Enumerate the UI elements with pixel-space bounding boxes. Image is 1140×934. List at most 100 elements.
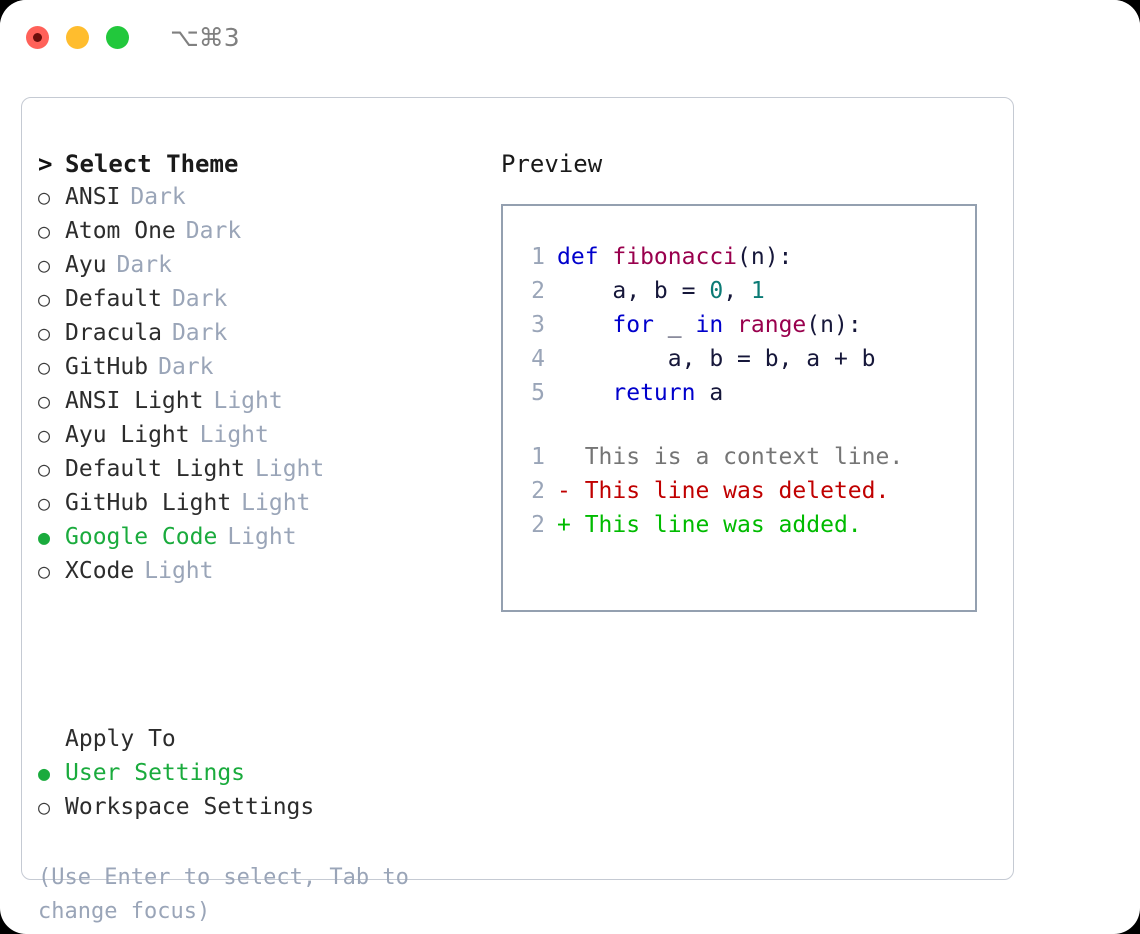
radio-unselected-icon: ○	[38, 355, 51, 379]
theme-option-label: Ayu Light	[65, 422, 190, 448]
theme-variant-badge: Dark	[171, 320, 228, 346]
radio-unselected-icon: ○	[38, 185, 51, 209]
code-token-kw: for	[612, 312, 654, 338]
theme-option-dracula[interactable]: ○ Dracula Dark	[38, 320, 483, 354]
minimize-button[interactable]	[66, 26, 89, 49]
apply-to-options: ●User Settings○ Workspace Settings	[38, 760, 483, 828]
code-line: 4 a, b = b, a + b	[521, 346, 967, 380]
radio-unselected-icon: ○	[38, 219, 51, 243]
code-token-txt	[557, 380, 612, 406]
theme-option-ayu-light[interactable]: ○ Ayu Light Light	[38, 422, 483, 456]
theme-option-github[interactable]: ○ GitHub Dark	[38, 354, 483, 388]
apply-to-header: Apply To	[38, 726, 483, 760]
diff-line-ctx: 1 This is a context line.	[521, 444, 967, 478]
diff-line-add: 2 + This line was added.	[521, 512, 967, 546]
radio-selected-icon: ●	[38, 525, 51, 549]
code-line: 3 for _ in range(n):	[521, 312, 967, 346]
radio-unselected-icon: ○	[38, 423, 51, 447]
theme-variant-badge: Dark	[130, 184, 186, 210]
code-token-kw: def	[557, 244, 613, 270]
code-spacer	[521, 414, 967, 444]
theme-option-label: XCode	[65, 558, 135, 584]
line-number: 4	[531, 346, 545, 372]
code-token-txt: (n):	[737, 244, 793, 270]
code-token-txt	[557, 312, 612, 338]
code-token-txt: a, b = b, a + b	[557, 346, 876, 372]
theme-option-label: GitHub	[65, 354, 149, 380]
apply-to-option-label: Workspace Settings	[65, 794, 315, 820]
theme-option-label: Dracula	[65, 320, 162, 346]
theme-option-label: GitHub Light	[65, 490, 232, 516]
code-token-txt: a	[695, 380, 724, 406]
maximize-button[interactable]	[106, 26, 129, 49]
line-number: 2	[531, 278, 545, 304]
caret-icon: >	[38, 150, 53, 178]
theme-option-label: Ayu	[65, 252, 107, 278]
radio-unselected-icon: ○	[38, 389, 51, 413]
window-title: ⌥⌘3	[170, 23, 240, 52]
radio-unselected-icon: ○	[38, 321, 51, 345]
theme-option-xcode[interactable]: ○ XCode Light	[38, 558, 483, 592]
title-bar: ⌥⌘3	[0, 0, 1140, 76]
radio-unselected-icon: ○	[38, 491, 51, 515]
theme-option-label: Default	[65, 286, 162, 312]
diff-line-text: This is a context line.	[557, 444, 904, 470]
theme-option-label: ANSI Light	[65, 388, 204, 414]
theme-list-header: > Select Theme	[38, 150, 483, 184]
radio-selected-icon: ●	[38, 761, 51, 785]
theme-option-label: Atom One	[65, 218, 176, 244]
theme-variant-badge: Light	[199, 422, 269, 448]
traffic-lights	[26, 26, 129, 49]
apply-to-option-user-settings[interactable]: ●User Settings	[38, 760, 483, 794]
theme-option-label: ANSI	[65, 184, 121, 210]
radio-unselected-icon: ○	[38, 559, 51, 583]
theme-option-github-light[interactable]: ○ GitHub Light Light	[38, 490, 483, 524]
diff-line-text: - This line was deleted.	[557, 478, 890, 504]
radio-unselected-icon: ○	[38, 253, 51, 277]
code-token-kw: return	[612, 380, 696, 406]
theme-option-label: Default Light	[65, 456, 246, 482]
theme-option-ayu[interactable]: ○ Ayu Dark	[38, 252, 483, 286]
theme-variant-badge: Dark	[116, 252, 172, 278]
theme-variant-badge: Dark	[158, 354, 214, 380]
code-token-txt: ,	[723, 278, 751, 304]
radio-unselected-icon: ○	[38, 457, 51, 481]
theme-variant-badge: Light	[144, 558, 214, 584]
apply-to-title: Apply To	[65, 726, 176, 752]
preview-column: Preview	[501, 150, 1001, 184]
diff-line-del: 2- This line was deleted.	[521, 478, 967, 512]
line-number: 1	[531, 244, 545, 270]
theme-list-title: Select Theme	[65, 150, 239, 178]
theme-option-google-code[interactable]: ● Google Code Light	[38, 524, 483, 558]
close-button[interactable]	[26, 26, 49, 49]
theme-variant-badge: Light	[227, 524, 297, 550]
theme-option-label: Google Code	[65, 524, 218, 550]
diff-lines: 1 This is a context line.2- This line wa…	[521, 444, 967, 546]
radio-unselected-icon: ○	[38, 795, 51, 819]
theme-option-ansi[interactable]: ○ ANSI Dark	[38, 184, 483, 218]
theme-variant-badge: Light	[255, 456, 325, 482]
line-number: 2	[531, 512, 545, 538]
code-token-num: 1	[750, 278, 765, 304]
code-line: 2 a, b = 0, 1	[521, 278, 967, 312]
apply-to-option-workspace-settings[interactable]: ○ Workspace Settings	[38, 794, 483, 828]
theme-variant-badge: Light	[241, 490, 311, 516]
code-token-txt: a, b =	[557, 278, 710, 304]
diff-line-text: + This line was added.	[557, 512, 862, 538]
theme-option-default-light[interactable]: ○ Default Light Light	[38, 456, 483, 490]
line-number: 5	[531, 380, 545, 406]
apply-to-section: Apply To ●User Settings○ Workspace Settin…	[38, 726, 483, 828]
radio-unselected-icon: ○	[38, 287, 51, 311]
hint-text: (Use Enter to select, Tab to change focu…	[38, 865, 409, 924]
